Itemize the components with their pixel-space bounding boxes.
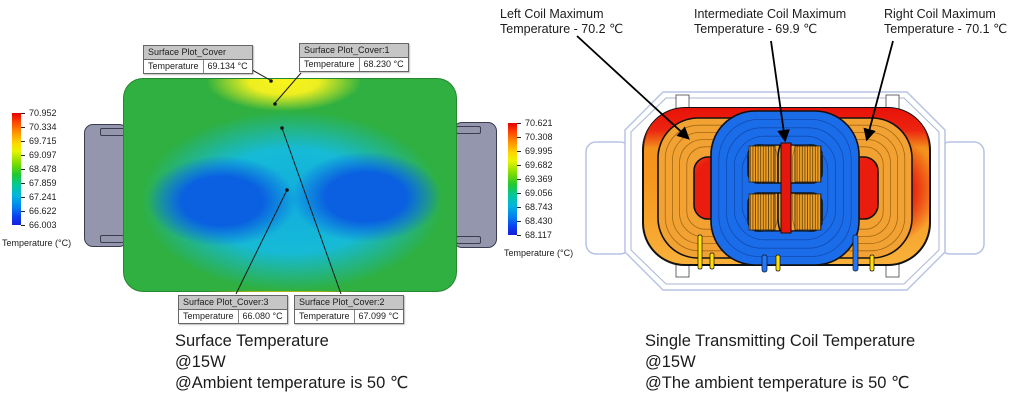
legend-title: Temperature (°C) [2, 238, 72, 248]
callout-value: 68.230 °C [363, 59, 404, 69]
callout-label: Temperature [144, 60, 204, 73]
legend-tick-label: 70.334 [29, 122, 57, 132]
legend-tick-label: 67.241 [29, 192, 57, 202]
left-caption: Surface Temperature @15W @Ambient temper… [175, 331, 408, 394]
caption-line: Single Transmitting Coil Temperature [645, 332, 916, 350]
caption-line: Surface Temperature [175, 332, 329, 350]
tab-notch [456, 126, 482, 134]
legend-tick-label: 68.743 [525, 202, 553, 212]
legend-tick-label: 70.952 [29, 108, 57, 118]
wire-leads [697, 234, 875, 273]
colorbar-ticks [21, 113, 25, 226]
legend-tick-label: 69.369 [525, 174, 553, 184]
callout-row: Temperature 68.230 °C [300, 58, 408, 71]
colorbar-ticks [517, 123, 521, 236]
caption-line: @The ambient temperature is 50 ℃ [645, 374, 910, 392]
legend-tick-label: 69.097 [29, 150, 57, 160]
legend-tick-label: 68.430 [525, 216, 553, 226]
coil-assembly-graphic [585, 91, 985, 291]
housing-side-tabs [585, 141, 985, 255]
callout-row: Temperature 66.080 °C [179, 310, 287, 323]
callout-surface-plot-cover-3: Surface Plot_Cover:3 Temperature 66.080 … [178, 295, 288, 324]
colorbar-labels: 70.621 70.308 69.995 69.682 69.369 69.05… [525, 119, 553, 240]
annotation-intermediate-coil: Intermediate Coil Maximum Temperature - … [694, 7, 846, 37]
callout-surface-plot-cover-2: Surface Plot_Cover:2 Temperature 67.099 … [294, 295, 404, 324]
callout-row: Temperature 69.134 °C [144, 60, 252, 73]
legend-title: Temperature (°C) [504, 248, 574, 258]
callout-title: Surface Plot_Cover:1 [300, 44, 408, 58]
tab-notch [99, 235, 125, 243]
callout-value: 66.080 °C [242, 311, 283, 321]
colorbar [508, 123, 517, 235]
callout-title: Surface Plot_Cover [144, 46, 252, 60]
legend-tick-label: 70.621 [525, 118, 553, 128]
caption-line: @Ambient temperature is 50 ℃ [175, 374, 409, 392]
legend-tick-label: 69.715 [29, 136, 57, 146]
callout-title: Surface Plot_Cover:3 [179, 296, 287, 310]
callout-surface-plot-cover-1: Surface Plot_Cover:1 Temperature 68.230 … [299, 43, 409, 72]
callout-label: Temperature [300, 58, 360, 71]
annotation-line: Right Coil Maximum [884, 7, 996, 21]
annotation-line: Temperature - 70.2 ℃ [500, 22, 624, 36]
legend-tick-label: 68.478 [29, 164, 57, 174]
callout-surface-plot-cover: Surface Plot_Cover Temperature 69.134 °C [143, 45, 253, 74]
right-connector-tab [453, 122, 497, 248]
annotation-line: Temperature - 70.1 ℃ [884, 22, 1008, 36]
callout-title: Surface Plot_Cover:2 [295, 296, 403, 310]
legend-tick-label: 68.117 [525, 230, 552, 240]
callout-value: 67.099 °C [358, 311, 399, 321]
right-caption: Single Transmitting Coil Temperature @15… [645, 331, 915, 394]
callout-label: Temperature [295, 310, 355, 323]
tab-notch [99, 128, 125, 136]
legend-tick-label: 69.995 [525, 146, 553, 156]
colorbar-labels: 70.952 70.334 69.715 69.097 68.478 67.85… [29, 109, 57, 230]
legend-tick-label: 67.859 [29, 178, 57, 188]
surface-temperature-plot [123, 78, 457, 292]
colorbar [12, 113, 21, 225]
left-connector-tab [84, 124, 128, 247]
annotation-line: Intermediate Coil Maximum [694, 7, 847, 21]
ferrite-core [748, 142, 822, 234]
legend-tick-label: 66.003 [29, 220, 57, 230]
ferrite-pad [794, 145, 822, 183]
annotation-line: Temperature - 69.9 ℃ [694, 22, 818, 36]
ferrite-pad [794, 193, 822, 231]
caption-line: @15W [645, 353, 696, 371]
annotation-left-coil: Left Coil Maximum Temperature - 70.2 ℃ [500, 7, 623, 37]
annotation-right-coil: Right Coil Maximum Temperature - 70.1 ℃ [884, 7, 1007, 37]
ferrite-pad [748, 145, 776, 183]
caption-line: @15W [175, 353, 226, 371]
legend-tick-label: 69.056 [525, 188, 553, 198]
ferrite-pad [748, 193, 776, 231]
center-hot-bar [780, 142, 792, 234]
legend-tick-label: 69.682 [525, 160, 553, 170]
callout-label: Temperature [179, 310, 239, 323]
legend-tick-label: 70.308 [525, 132, 553, 142]
legend-tick-label: 66.622 [29, 206, 57, 216]
annotation-line: Left Coil Maximum [500, 7, 604, 21]
callout-value: 69.134 °C [207, 61, 248, 71]
tab-notch [456, 236, 482, 244]
callout-row: Temperature 67.099 °C [295, 310, 403, 323]
